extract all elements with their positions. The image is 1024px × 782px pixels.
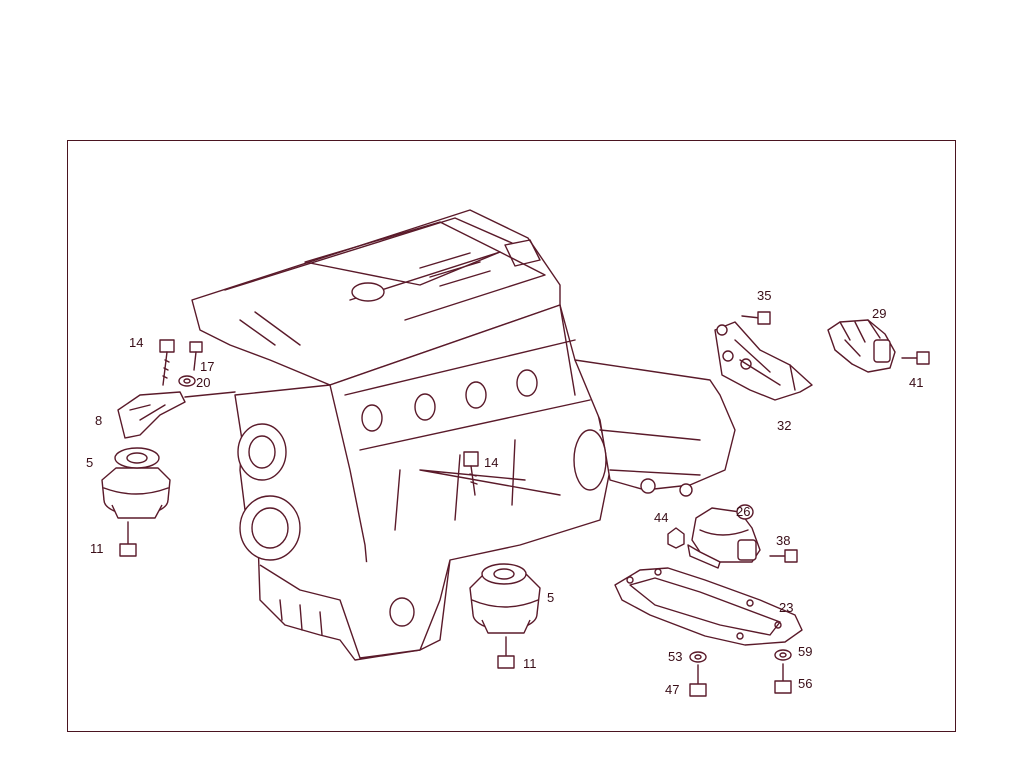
part-5-mount-left: [101, 447, 171, 519]
part-32-bracket: [714, 321, 813, 401]
part-11-bolt-left: [119, 521, 137, 557]
callout-23: 23: [779, 600, 793, 615]
part-20-washer: [178, 375, 196, 387]
callout-14-center: 14: [484, 455, 498, 470]
callout-53: 53: [668, 649, 682, 664]
part-8-bracket: [117, 391, 236, 439]
part-29-mount: [827, 319, 896, 373]
part-35-bolt: [741, 311, 771, 325]
callout-labels: 14 17 20 8 5 11 14 5 11 35 29 41 32 26 4…: [86, 288, 923, 697]
part-59-washer: [774, 649, 792, 661]
callout-41: 41: [909, 375, 923, 390]
callout-20: 20: [196, 375, 210, 390]
callout-26: 26: [736, 504, 750, 519]
callout-35: 35: [757, 288, 771, 303]
callout-59: 59: [798, 644, 812, 659]
part-23-plate: [614, 567, 803, 646]
callout-56: 56: [798, 676, 812, 691]
part-44-nut: [667, 527, 685, 549]
engine-block: [191, 209, 736, 661]
callout-5-left: 5: [86, 455, 93, 470]
part-53-washer: [689, 651, 707, 663]
part-38-bolt: [769, 549, 798, 563]
callout-38: 38: [776, 533, 790, 548]
part-41-bolt: [901, 351, 930, 365]
part-17-bolt: [189, 341, 203, 371]
callout-47: 47: [665, 682, 679, 697]
callout-14-left: 14: [129, 335, 143, 350]
callout-11-center: 11: [523, 656, 537, 671]
callout-8: 8: [95, 413, 102, 428]
callout-17: 17: [200, 359, 214, 374]
callout-11-left: 11: [90, 541, 104, 556]
callout-32: 32: [777, 418, 791, 433]
part-47-bolt: [689, 664, 707, 697]
callout-44: 44: [654, 510, 668, 525]
part-5-mount-center: [469, 563, 541, 634]
part-11-bolt-center: [497, 636, 515, 669]
part-26-mount: [687, 504, 761, 569]
diagram-frame: [67, 140, 956, 732]
part-56-bolt: [774, 663, 792, 694]
callout-29: 29: [872, 306, 886, 321]
part-14-bolt-left: [159, 339, 175, 386]
part-14-bolt-center: [463, 451, 479, 496]
callout-5-center: 5: [547, 590, 554, 605]
